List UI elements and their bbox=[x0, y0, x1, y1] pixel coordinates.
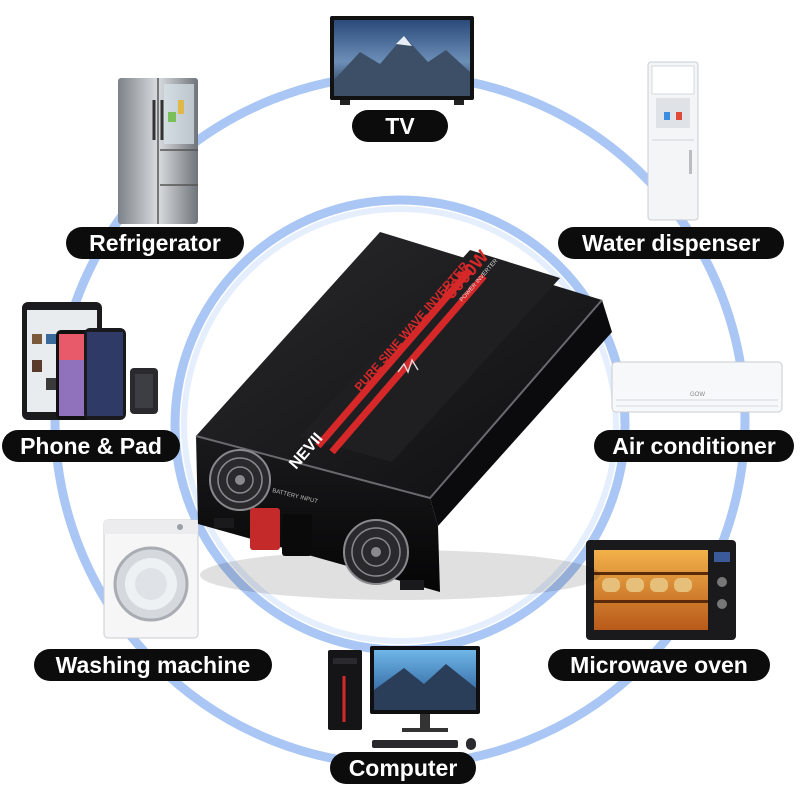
label-air-conditioner: Air conditioner bbox=[594, 430, 794, 462]
left-fan bbox=[209, 449, 271, 511]
label-phone-pad: Phone & Pad bbox=[2, 430, 180, 462]
computer-illustration bbox=[328, 646, 480, 750]
ac-brand-text: GOW bbox=[690, 392, 705, 398]
label-refrigerator: Refrigerator bbox=[66, 227, 244, 259]
black-terminal bbox=[282, 514, 312, 556]
label-computer: Computer bbox=[330, 752, 476, 784]
tv-illustration bbox=[330, 16, 474, 105]
label-water-dispenser: Water dispenser bbox=[558, 227, 784, 259]
air-conditioner-illustration: GOW bbox=[611, 361, 783, 413]
label-microwave-oven: Microwave oven bbox=[548, 649, 770, 681]
phone-pad-illustration bbox=[22, 302, 158, 420]
right-fan bbox=[343, 519, 409, 585]
microwave-oven-illustration bbox=[586, 540, 736, 640]
label-washing-machine: Washing machine bbox=[34, 649, 272, 681]
refrigerator-illustration bbox=[118, 78, 198, 224]
water-dispenser-illustration bbox=[647, 61, 699, 221]
red-terminal bbox=[250, 508, 280, 550]
label-tv: TV bbox=[352, 110, 448, 142]
washing-machine-illustration bbox=[103, 519, 199, 639]
inverter-illustration: PURE SINE WAVE INVERTER 5000W POWER INVE… bbox=[195, 232, 612, 600]
